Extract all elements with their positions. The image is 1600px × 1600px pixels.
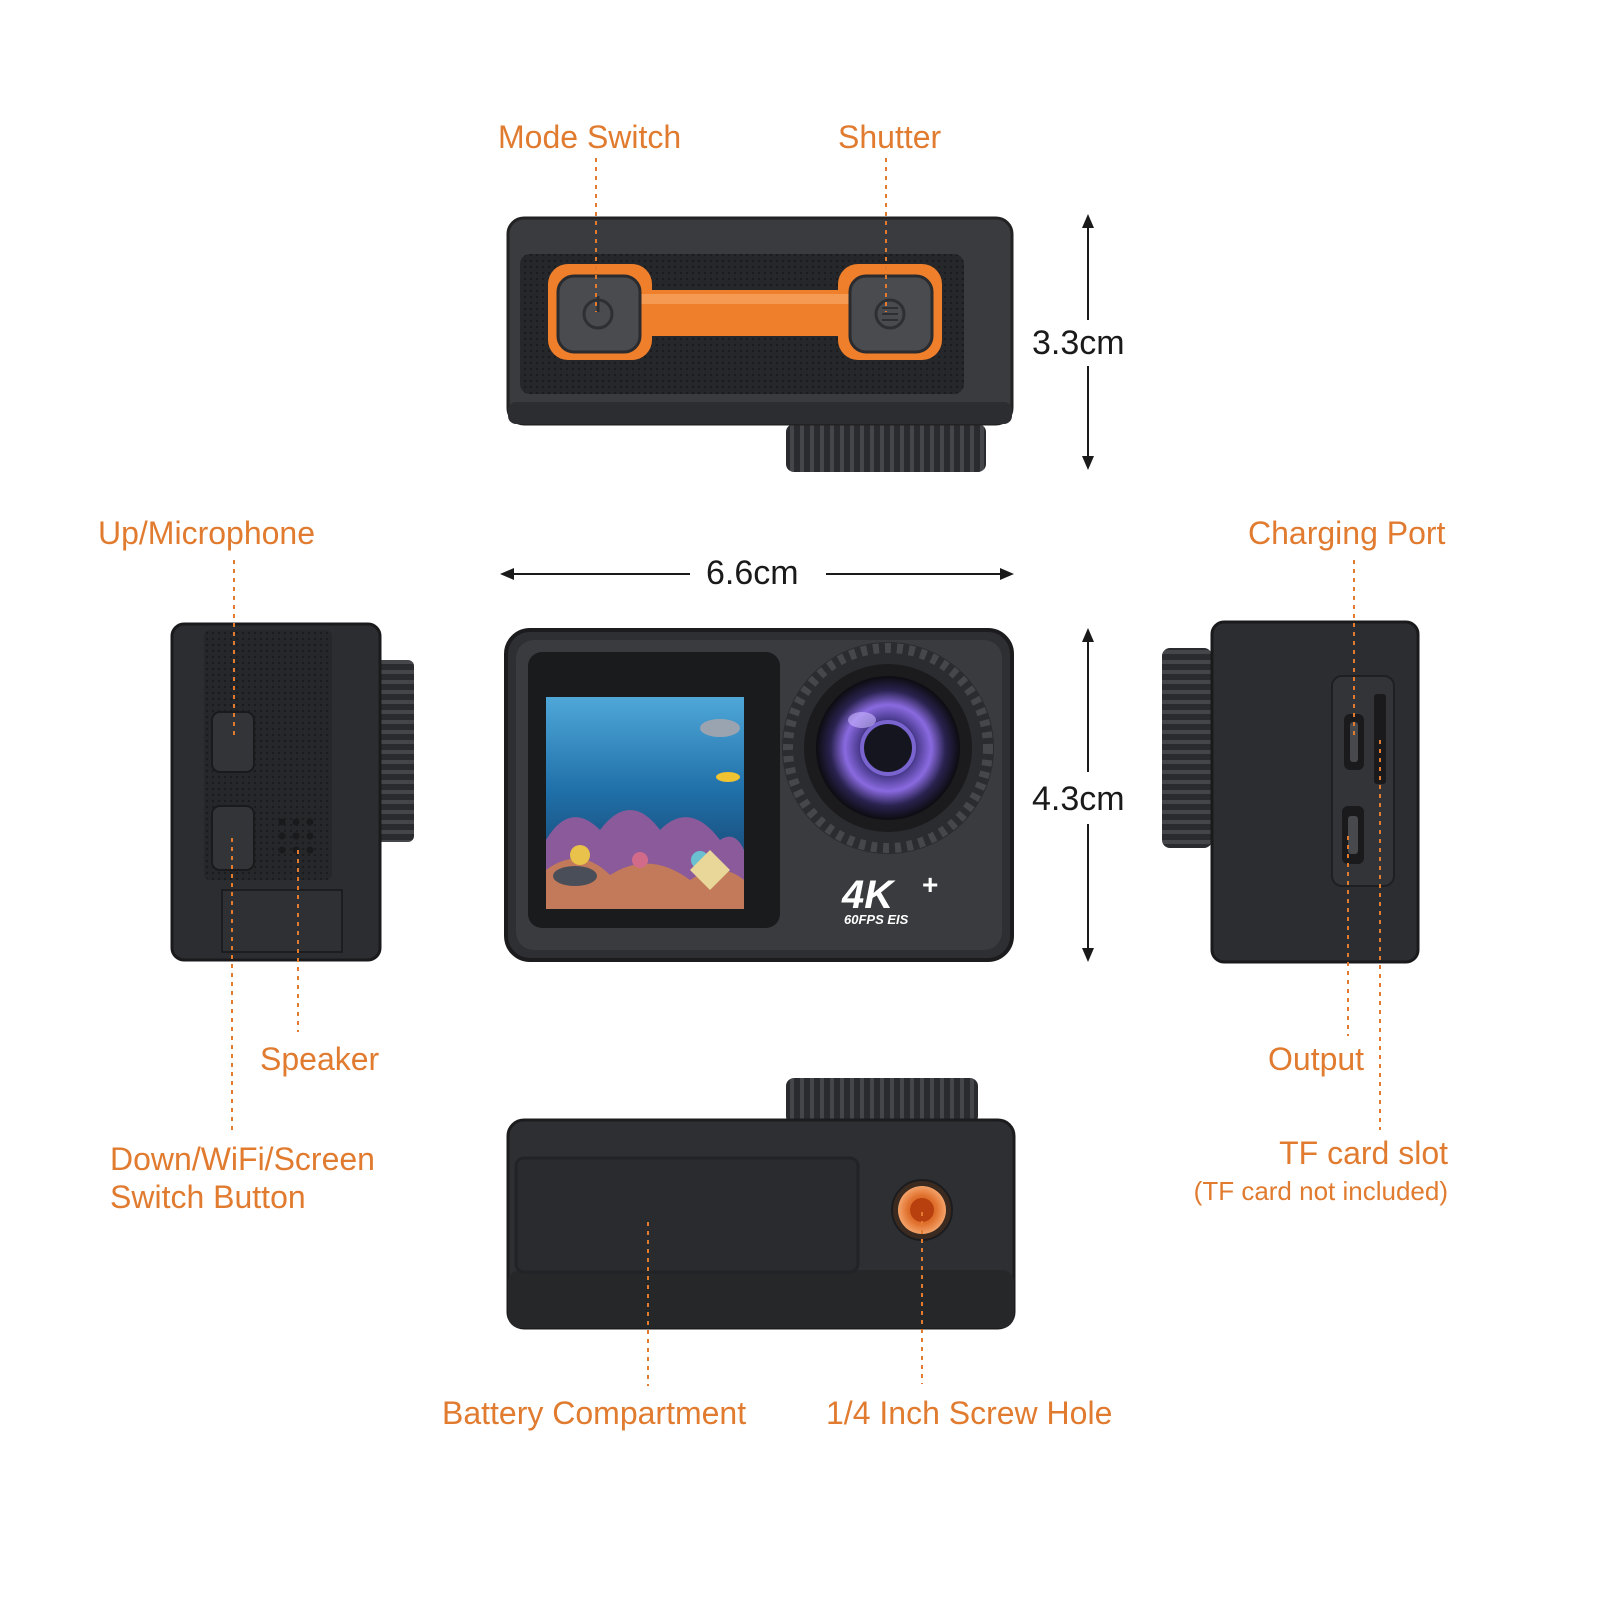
dimension-top-height: 3.3cm xyxy=(1032,324,1125,362)
lens xyxy=(782,642,994,854)
label-shutter: Shutter xyxy=(838,119,942,155)
top-view-camera xyxy=(506,216,1014,472)
label-output: Output xyxy=(1268,1041,1365,1077)
label-screw-hole: 1/4 Inch Screw Hole xyxy=(826,1395,1113,1431)
menu-icon xyxy=(874,298,906,330)
label-tf-note: (TF card not included) xyxy=(1193,1176,1448,1206)
badge-plus: + xyxy=(922,869,938,900)
label-down-wifi-line1: Down/WiFi/Screen xyxy=(110,1141,375,1177)
dimension-width: 6.6cm xyxy=(706,554,799,592)
up-button xyxy=(211,711,255,773)
battery-door xyxy=(514,1156,860,1274)
leader-lines xyxy=(231,158,1381,1386)
label-up-microphone: Up/Microphone xyxy=(98,515,315,551)
label-tf-card-slot: TF card slot xyxy=(1279,1135,1448,1171)
tf-card-slot xyxy=(1374,694,1386,784)
preview-screen-image xyxy=(546,697,744,909)
front-view-camera: 4K + 60FPS EIS xyxy=(504,628,1014,962)
right-side-view-camera xyxy=(1162,620,1420,964)
label-down-wifi-line2: Switch Button xyxy=(110,1179,306,1215)
label-charging-port: Charging Port xyxy=(1248,515,1446,551)
dimension-front-height: 4.3cm xyxy=(1032,780,1125,818)
badge-4k: 4K xyxy=(841,873,896,917)
badge-sub: 60FPS EIS xyxy=(844,912,909,927)
label-mode-switch: Mode Switch xyxy=(498,119,682,155)
label-battery-compartment: Battery Compartment xyxy=(442,1395,747,1431)
bottom-view-camera xyxy=(506,1078,1016,1330)
label-speaker: Speaker xyxy=(260,1041,380,1077)
speaker-grille xyxy=(278,818,314,854)
left-side-view-camera xyxy=(170,622,414,962)
dimension-arrows xyxy=(500,214,1094,962)
mode-switch-button xyxy=(556,274,642,354)
